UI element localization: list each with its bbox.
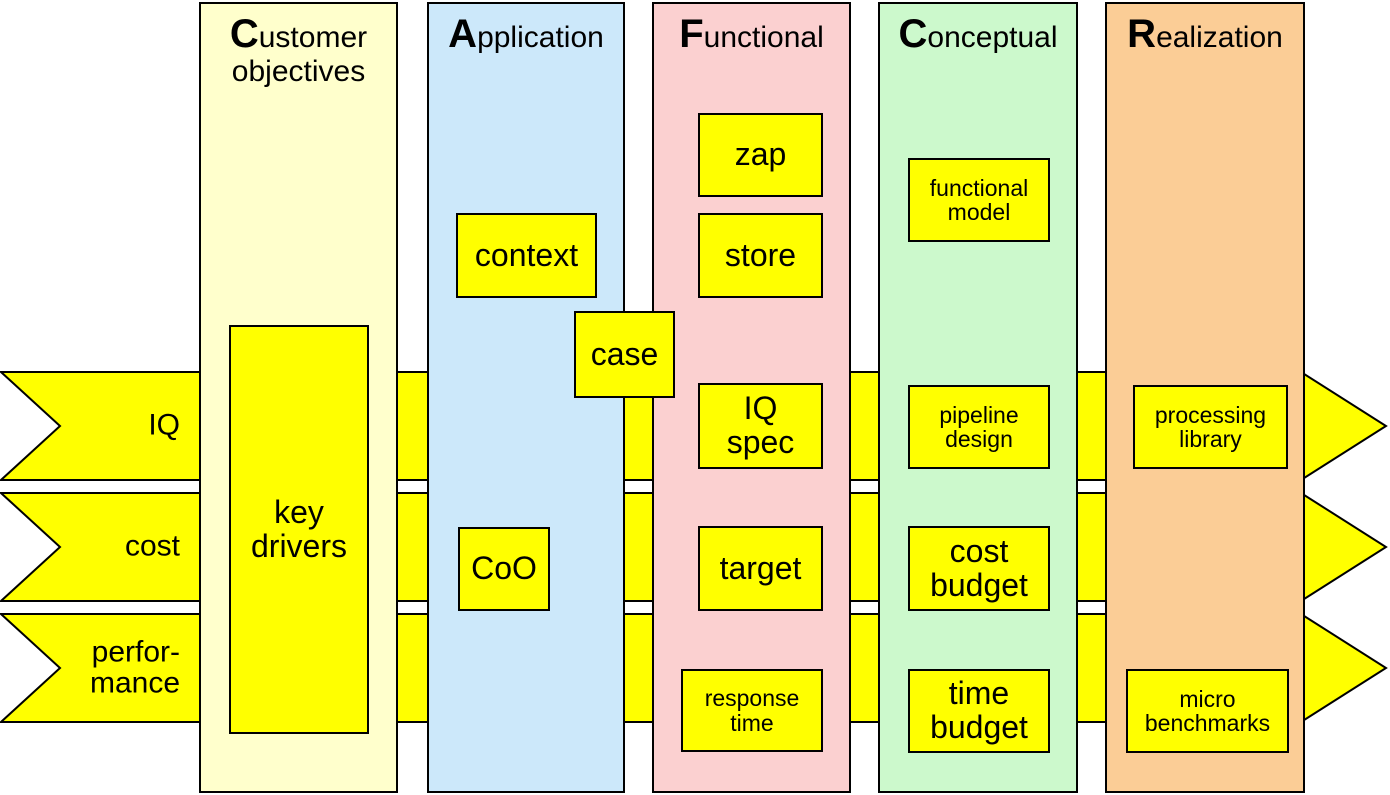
item-box-iq-spec: IQ spec xyxy=(698,383,823,469)
item-box-target: target xyxy=(698,526,823,611)
pillar-word-realization: ealization xyxy=(1156,21,1283,54)
item-box-response-time: response time xyxy=(681,669,823,752)
pillar-title-functional: Functional xyxy=(652,14,851,55)
item-box-coo: CoO xyxy=(458,527,550,611)
item-box-cost-budget: cost budget xyxy=(908,526,1050,611)
pillar-initial-customer: C xyxy=(229,12,259,56)
item-box-key-drivers: key drivers xyxy=(229,325,369,734)
pillar-subtitle-customer: objectives xyxy=(231,54,366,88)
pillar-word-functional: unctional xyxy=(703,21,824,54)
pillar-initial-conceptual: C xyxy=(898,12,928,56)
pillar-initial-application: A xyxy=(448,12,478,56)
pillar-title-application: Application xyxy=(427,14,625,55)
item-box-context: context xyxy=(456,213,597,298)
pillar-word-customer: ustomer xyxy=(258,21,368,54)
pillar-initial-functional: F xyxy=(679,12,704,56)
pillar-word-application: pplication xyxy=(477,21,604,54)
item-box-micro-benchmarks: micro benchmarks xyxy=(1126,669,1289,753)
item-box-zap: zap xyxy=(698,113,823,197)
item-box-pipeline-design: pipeline design xyxy=(908,385,1050,469)
arrow-band-label-cost: cost xyxy=(124,529,180,563)
item-box-store: store xyxy=(698,213,823,298)
pillar-title-conceptual: Conceptual xyxy=(878,14,1078,55)
pillar-word-conceptual: onceptual xyxy=(927,21,1058,54)
pillar-initial-realization: R xyxy=(1127,12,1157,56)
arrow-band-label-performance: perfor- mance xyxy=(89,635,180,699)
item-box-time-budget: time budget xyxy=(908,669,1050,753)
arrow-band-label-iq: IQ xyxy=(148,408,180,442)
item-box-processing-library: processing library xyxy=(1133,385,1288,469)
pillar-title-realization: Realization xyxy=(1105,14,1305,55)
item-box-functional-model: functional model xyxy=(908,158,1050,242)
item-box-case: case xyxy=(574,311,675,398)
